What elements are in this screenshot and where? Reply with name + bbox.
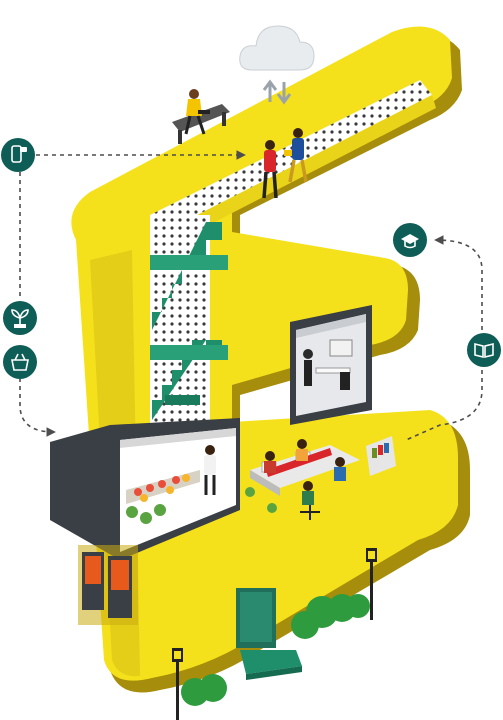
middle-arm — [232, 260, 405, 425]
cloud-sync-icon — [239, 25, 315, 105]
shopping-basket-icon[interactable] — [3, 345, 37, 379]
diploma-hat-icon[interactable] — [393, 223, 427, 257]
staircase — [150, 215, 228, 425]
mobile-chat-icon[interactable] — [1, 138, 35, 172]
dashed-connectors — [19, 150, 483, 441]
standing-persons — [262, 128, 308, 199]
flower-shop — [50, 418, 240, 560]
building-front — [78, 545, 377, 720]
plant-icon[interactable] — [3, 301, 37, 335]
open-office — [245, 436, 396, 520]
digital-book-icon[interactable] — [467, 333, 501, 367]
bench-person — [172, 89, 230, 144]
